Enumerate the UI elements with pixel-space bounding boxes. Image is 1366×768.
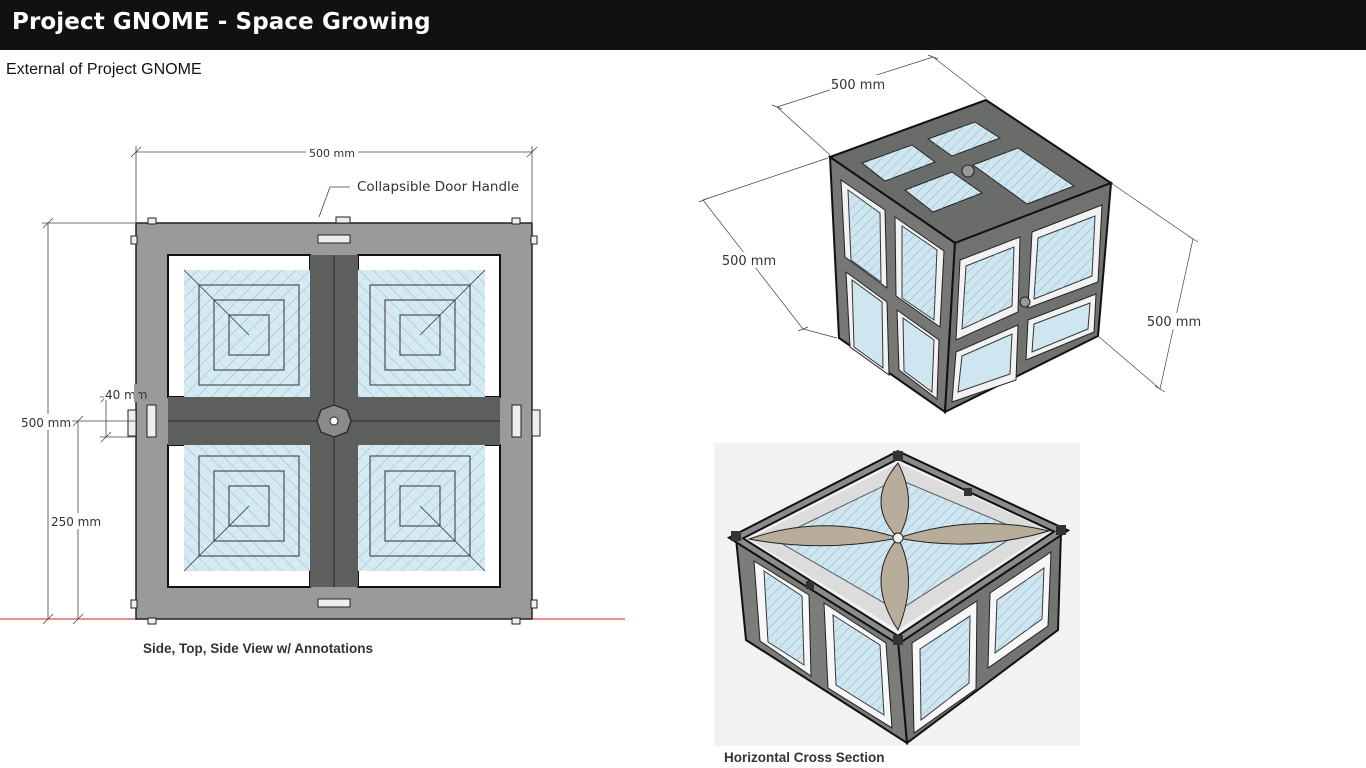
- iso-dim-top-label: 500 mm: [831, 78, 885, 93]
- dim-width-label: 500 mm: [309, 147, 355, 160]
- page-title: Project GNOME - Space Growing: [12, 9, 431, 35]
- dim-frame-label: 40 mm: [105, 388, 147, 402]
- cross-section-drawing: [714, 443, 1080, 746]
- iso-dim-left-label: 500 mm: [722, 254, 776, 269]
- cross-section-caption: Horizontal Cross Section: [724, 750, 885, 765]
- iso-dim-right-label: 500 mm: [1147, 315, 1201, 330]
- door-handle-bottom: [317, 598, 351, 608]
- section-subtitle: External of Project GNOME: [6, 61, 202, 78]
- dim-height-label: 500 mm: [21, 416, 71, 430]
- dim-half-label: 250 mm: [51, 515, 101, 529]
- door-handle-left: [146, 404, 157, 438]
- isometric-view-drawing: 500 mm 500 mm 500 mm: [698, 54, 1203, 414]
- door-handle-top: [317, 234, 351, 244]
- annotation-door-handle: Collapsible Door Handle: [357, 179, 519, 195]
- front-view-drawing: 500 mm Collapsible Door Handle 500 mm 25…: [0, 145, 625, 625]
- header-bar: Project GNOME - Space Growing: [0, 0, 1366, 50]
- door-handle-right: [511, 404, 522, 438]
- front-view-caption: Side, Top, Side View w/ Annotations: [143, 641, 374, 656]
- window-panel: [183, 269, 315, 401]
